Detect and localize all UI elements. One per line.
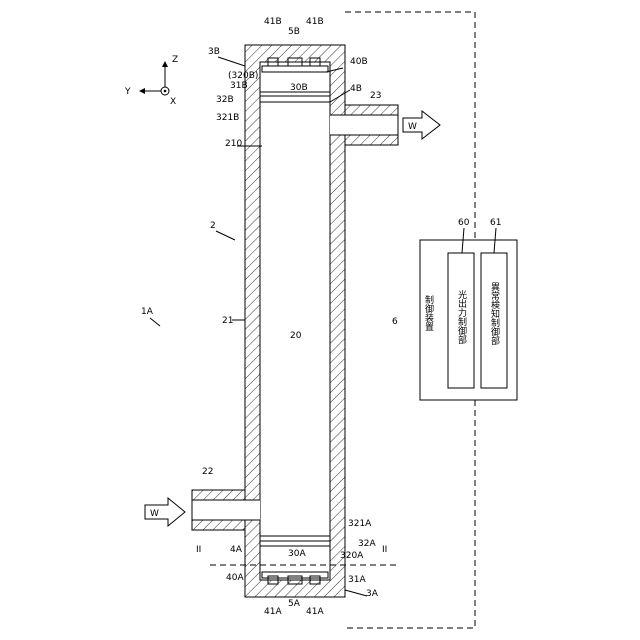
label-41a-right: 41A	[306, 607, 324, 617]
section-mark-left: II	[196, 545, 201, 555]
label-40b: 40B	[350, 57, 368, 67]
label-41b-left: 41B	[264, 17, 282, 27]
controller-box: 制御装置 光出力制御部 異常検知制御部	[420, 240, 517, 400]
label-1a: 1A	[141, 307, 154, 317]
label-320a: 320A	[340, 551, 364, 561]
label-5b: 5B	[288, 27, 300, 37]
label-3a: 3A	[366, 589, 379, 599]
label-31b: 31B	[230, 81, 248, 91]
label-41a-left: 41A	[264, 607, 282, 617]
label-31a: 31A	[348, 575, 366, 585]
label-4a: 4A	[230, 545, 243, 555]
label-30a: 30A	[288, 549, 306, 559]
label-23: 23	[370, 91, 381, 101]
label-2: 2	[210, 221, 216, 231]
label-61: 61	[490, 218, 501, 228]
label-41b-right: 41B	[306, 17, 324, 27]
section-mark-right: II	[382, 545, 387, 555]
label-22: 22	[202, 467, 213, 477]
label-321a: 321A	[348, 519, 372, 529]
label-40a: 40A	[226, 573, 244, 583]
flow-in-label: W	[150, 509, 159, 519]
label-60: 60	[458, 218, 470, 228]
flow-in-arrow: W	[145, 498, 185, 526]
axis-x-label: X	[170, 97, 176, 107]
axis-y-label: Y	[124, 87, 131, 97]
window-b	[260, 92, 330, 102]
label-32a: 32A	[358, 539, 376, 549]
label-30b: 30B	[290, 83, 308, 93]
anomaly-control-label: 異常検知制御部	[489, 282, 500, 346]
axis-z-label: Z	[172, 55, 178, 65]
label-5a: 5A	[288, 599, 301, 609]
label-21: 21	[222, 316, 233, 326]
flow-out-arrow: W	[403, 111, 440, 139]
label-210: 210	[225, 139, 242, 149]
light-control-label: 光出力制御部	[456, 289, 467, 345]
label-4b: 4B	[350, 84, 362, 94]
label-3b: 3B	[208, 47, 220, 57]
label-6: 6	[392, 317, 398, 327]
controller-title: 制御装置	[423, 294, 434, 331]
label-321b: 321B	[216, 113, 239, 123]
label-20: 20	[290, 331, 302, 341]
label-32b: 32B	[216, 95, 234, 105]
coordinate-axes: Z Y X	[124, 55, 178, 107]
label-320b: (320B)	[228, 71, 258, 81]
flow-out-label: W	[408, 122, 417, 132]
